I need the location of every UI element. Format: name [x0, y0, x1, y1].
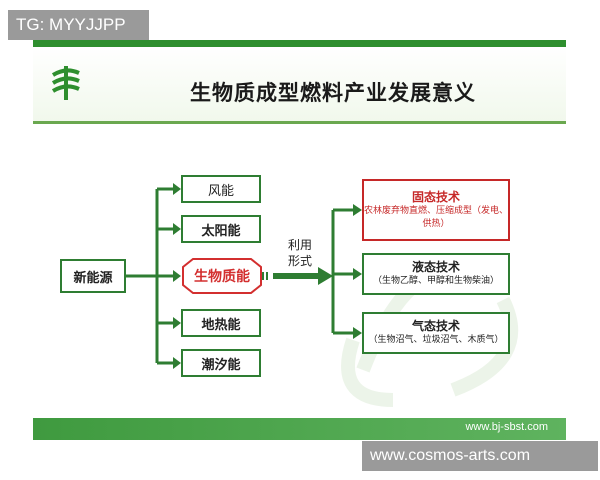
tech-title-gas: 气态技术 [411, 319, 460, 333]
biomass-octagon [182, 258, 262, 294]
header-separator [33, 121, 566, 124]
slide-footer: www.bj-sbst.com [33, 418, 566, 440]
tech-title-liquid: 液态技术 [411, 260, 460, 274]
energy-box-biomass: 生物质能 [194, 269, 250, 285]
tech-box-gas: 气态技术 （生物沼气、垃圾沼气、木质气） [362, 312, 510, 354]
energy-box-solar: 太阳能 [181, 215, 261, 243]
energy-box-tidal: 潮汐能 [181, 349, 261, 377]
watermark-top: TG: MYYJJPP [8, 10, 149, 40]
slide-top-bar [33, 40, 566, 47]
tech-detail-solid: 农林废弃物直燃、压缩成型（发电、供热） [364, 205, 509, 229]
source-box-new-energy: 新能源 [60, 259, 126, 293]
tech-detail-liquid: （生物乙醇、甲醇和生物柴油） [372, 276, 499, 286]
energy-box-wind: 风能 [181, 175, 261, 203]
tech-title-solid: 固态技术 [411, 189, 460, 204]
company-logo-icon [51, 66, 80, 100]
tech-box-liquid: 液态技术 （生物乙醇、甲醇和生物柴油） [362, 253, 510, 295]
tech-box-solid: 固态技术 农林废弃物直燃、压缩成型（发电、供热） [362, 179, 510, 241]
tech-detail-gas: （生物沼气、垃圾沼气、木质气） [368, 335, 504, 345]
slide-title: 生物质成型燃料产业发展意义 [190, 81, 476, 105]
footer-url: www.bj-sbst.com [465, 421, 548, 433]
slide-header: 生物质成型燃料产业发展意义 [33, 47, 566, 121]
energy-box-geothermal: 地热能 [181, 309, 261, 337]
watermark-bottom: www.cosmos-arts.com [362, 441, 598, 471]
arrowheads [173, 183, 362, 369]
slide: 生物质成型燃料产业发展意义 [33, 40, 566, 440]
use-form-label: 利用形式 [287, 238, 312, 268]
connector-lines [126, 187, 353, 365]
